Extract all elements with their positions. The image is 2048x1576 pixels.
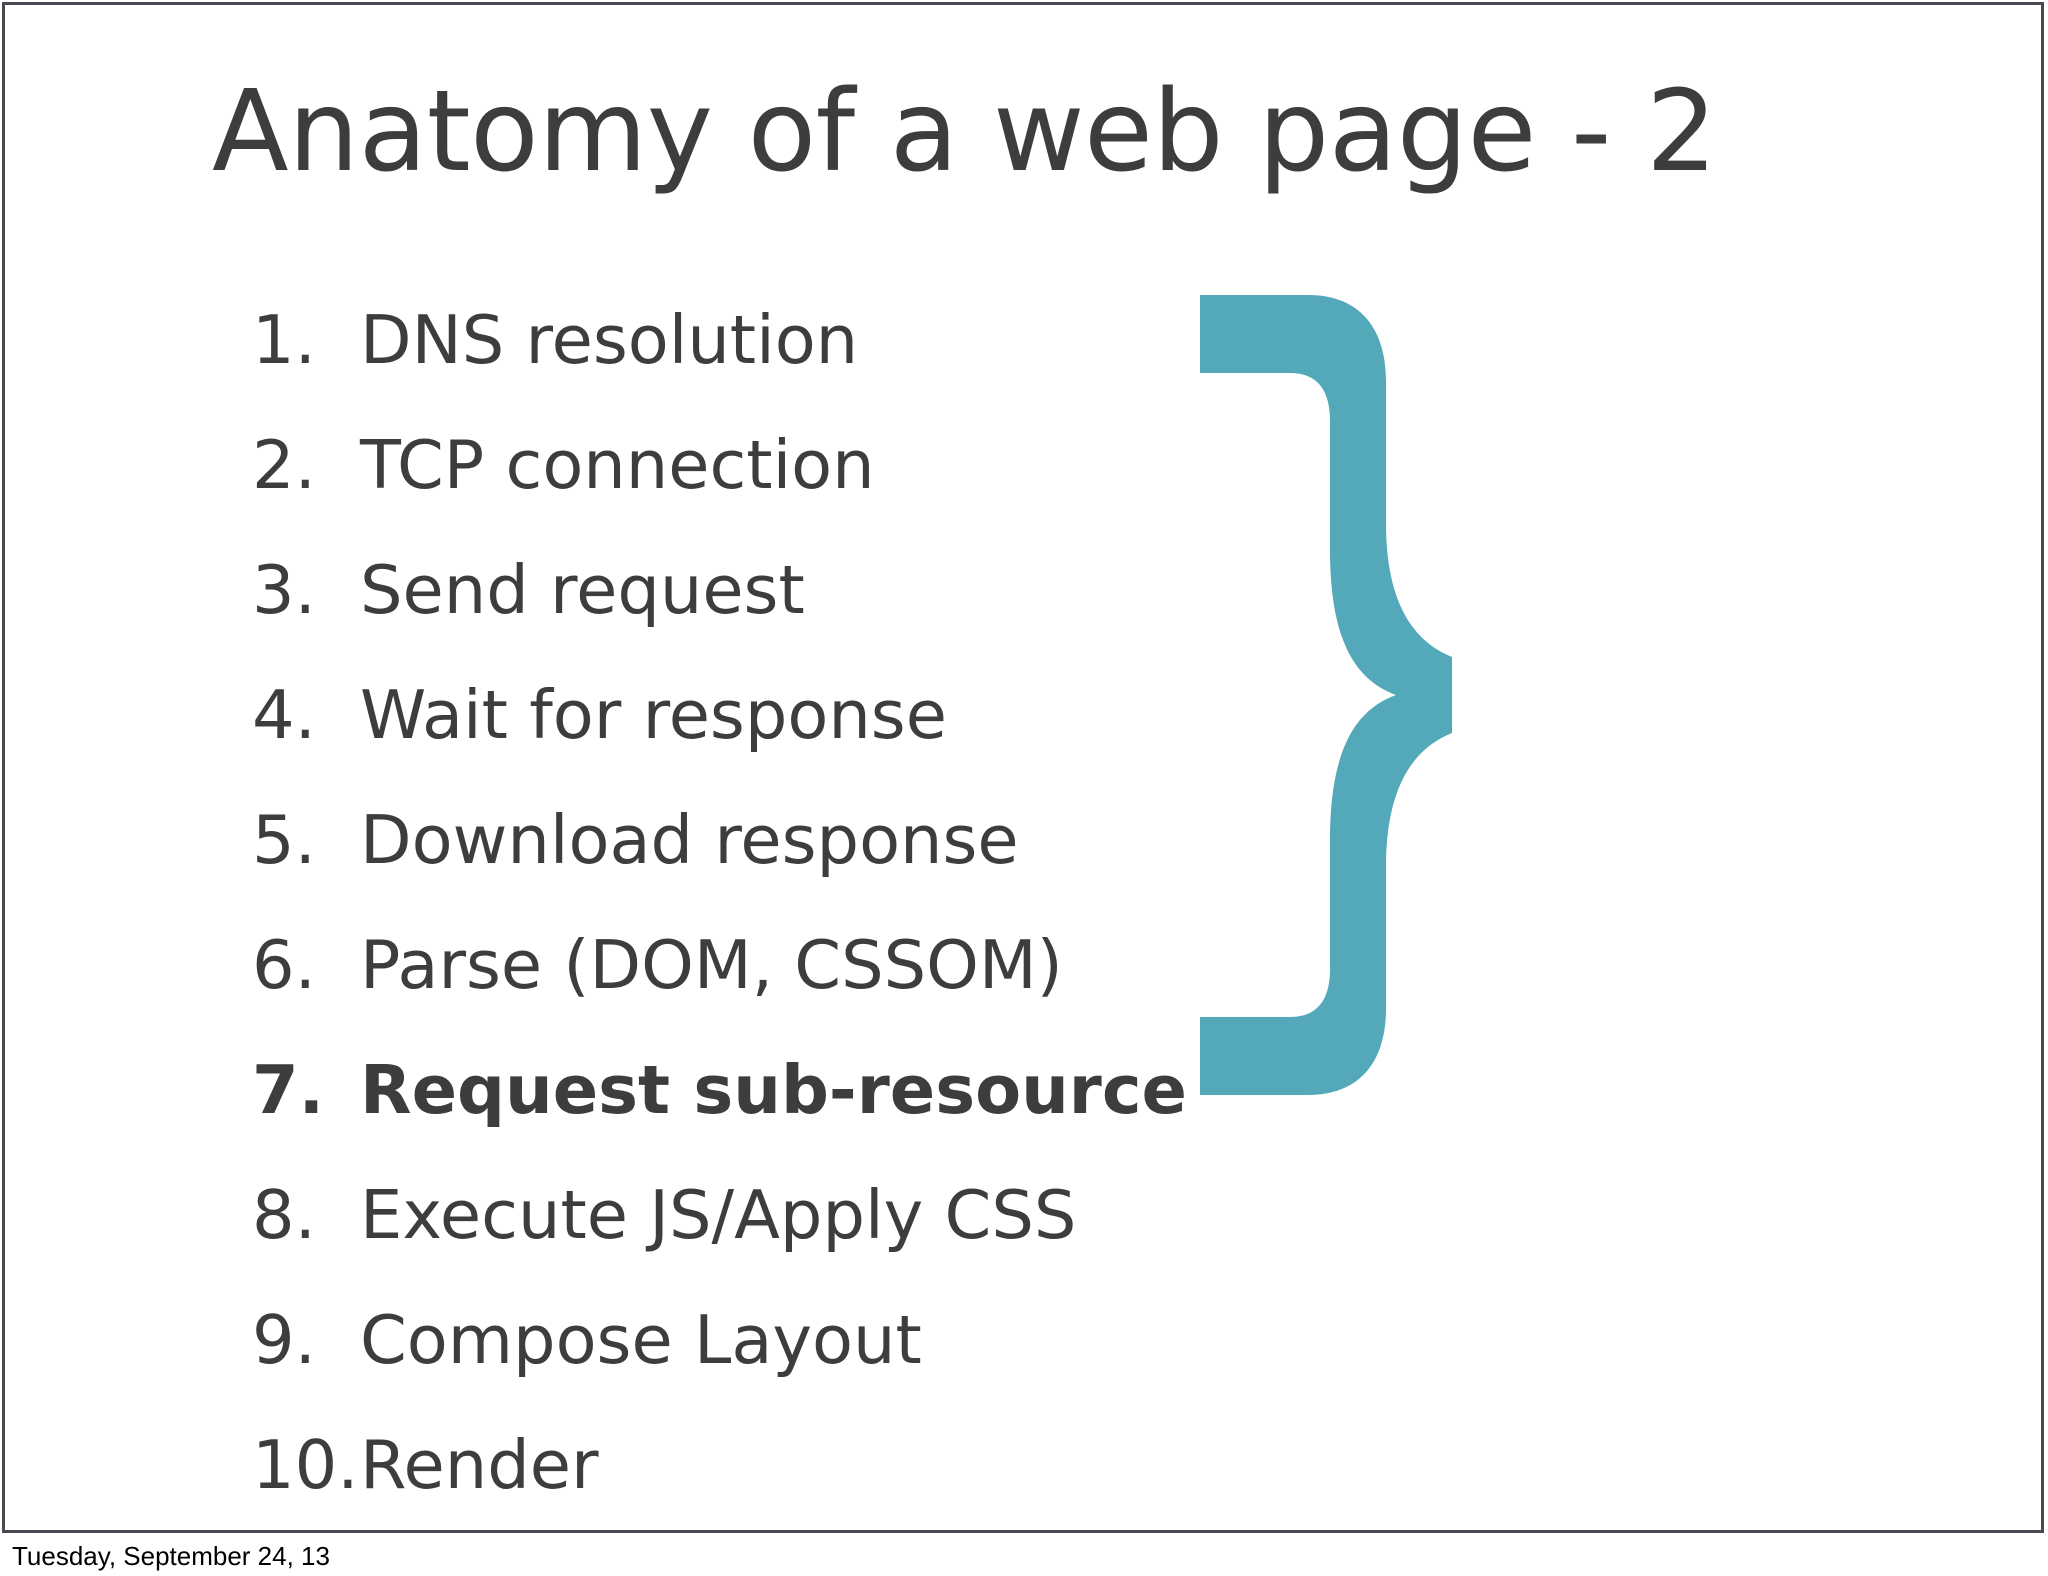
list-item-label: Parse (DOM, CSSOM) <box>360 926 1063 1004</box>
list-item-label: Request sub-resource <box>360 1051 1187 1129</box>
list-item-number: 7. <box>252 1051 325 1129</box>
list-item-label: Compose Layout <box>360 1301 922 1379</box>
list-item: 4. Wait for response <box>252 653 1252 778</box>
list-item-number: 10. <box>252 1426 359 1504</box>
list-item: 9. Compose Layout <box>252 1278 1252 1403</box>
list-item-label: Execute JS/Apply CSS <box>360 1176 1077 1254</box>
list-item: 2. TCP connection <box>252 403 1252 528</box>
page-title: Anatomy of a web page - 2 <box>212 67 1717 197</box>
list-item-number: 3. <box>252 551 316 629</box>
list-item: 1. DNS resolution <box>252 278 1252 403</box>
list-item-label: Render <box>360 1426 599 1504</box>
list-item-number: 6. <box>252 926 316 1004</box>
slide-frame-border <box>2 2 2044 1533</box>
web-page-steps-list: 1. DNS resolution 2. TCP connection 3. Send r… <box>252 278 1252 1528</box>
list-item-number: 1. <box>252 301 316 379</box>
list-item-number: 2. <box>252 426 316 504</box>
list-item: 5. Download response <box>252 778 1252 903</box>
list-item-number: 8. <box>252 1176 316 1254</box>
list-item-number: 5. <box>252 801 316 879</box>
list-item-number: 4. <box>252 676 316 754</box>
slide-date-footnote: Tuesday, September 24, 13 <box>12 1541 330 1571</box>
curly-brace-right-icon <box>1190 285 1460 1105</box>
list-item: 7. Request sub-resource <box>252 1028 1252 1153</box>
list-item-label: Wait for response <box>360 676 947 754</box>
list-item-label: Download response <box>360 801 1019 879</box>
list-item-label: TCP connection <box>360 426 875 504</box>
list-item: 8. Execute JS/Apply CSS <box>252 1153 1252 1278</box>
list-item: 6. Parse (DOM, CSSOM) <box>252 903 1252 1028</box>
list-item-number: 9. <box>252 1301 316 1379</box>
list-item: 10.Render <box>252 1403 1252 1528</box>
curly-brace-path <box>1200 295 1452 1095</box>
list-item-label: DNS resolution <box>360 301 859 379</box>
list-item-label: Send request <box>360 551 805 629</box>
list-item: 3. Send request <box>252 528 1252 653</box>
